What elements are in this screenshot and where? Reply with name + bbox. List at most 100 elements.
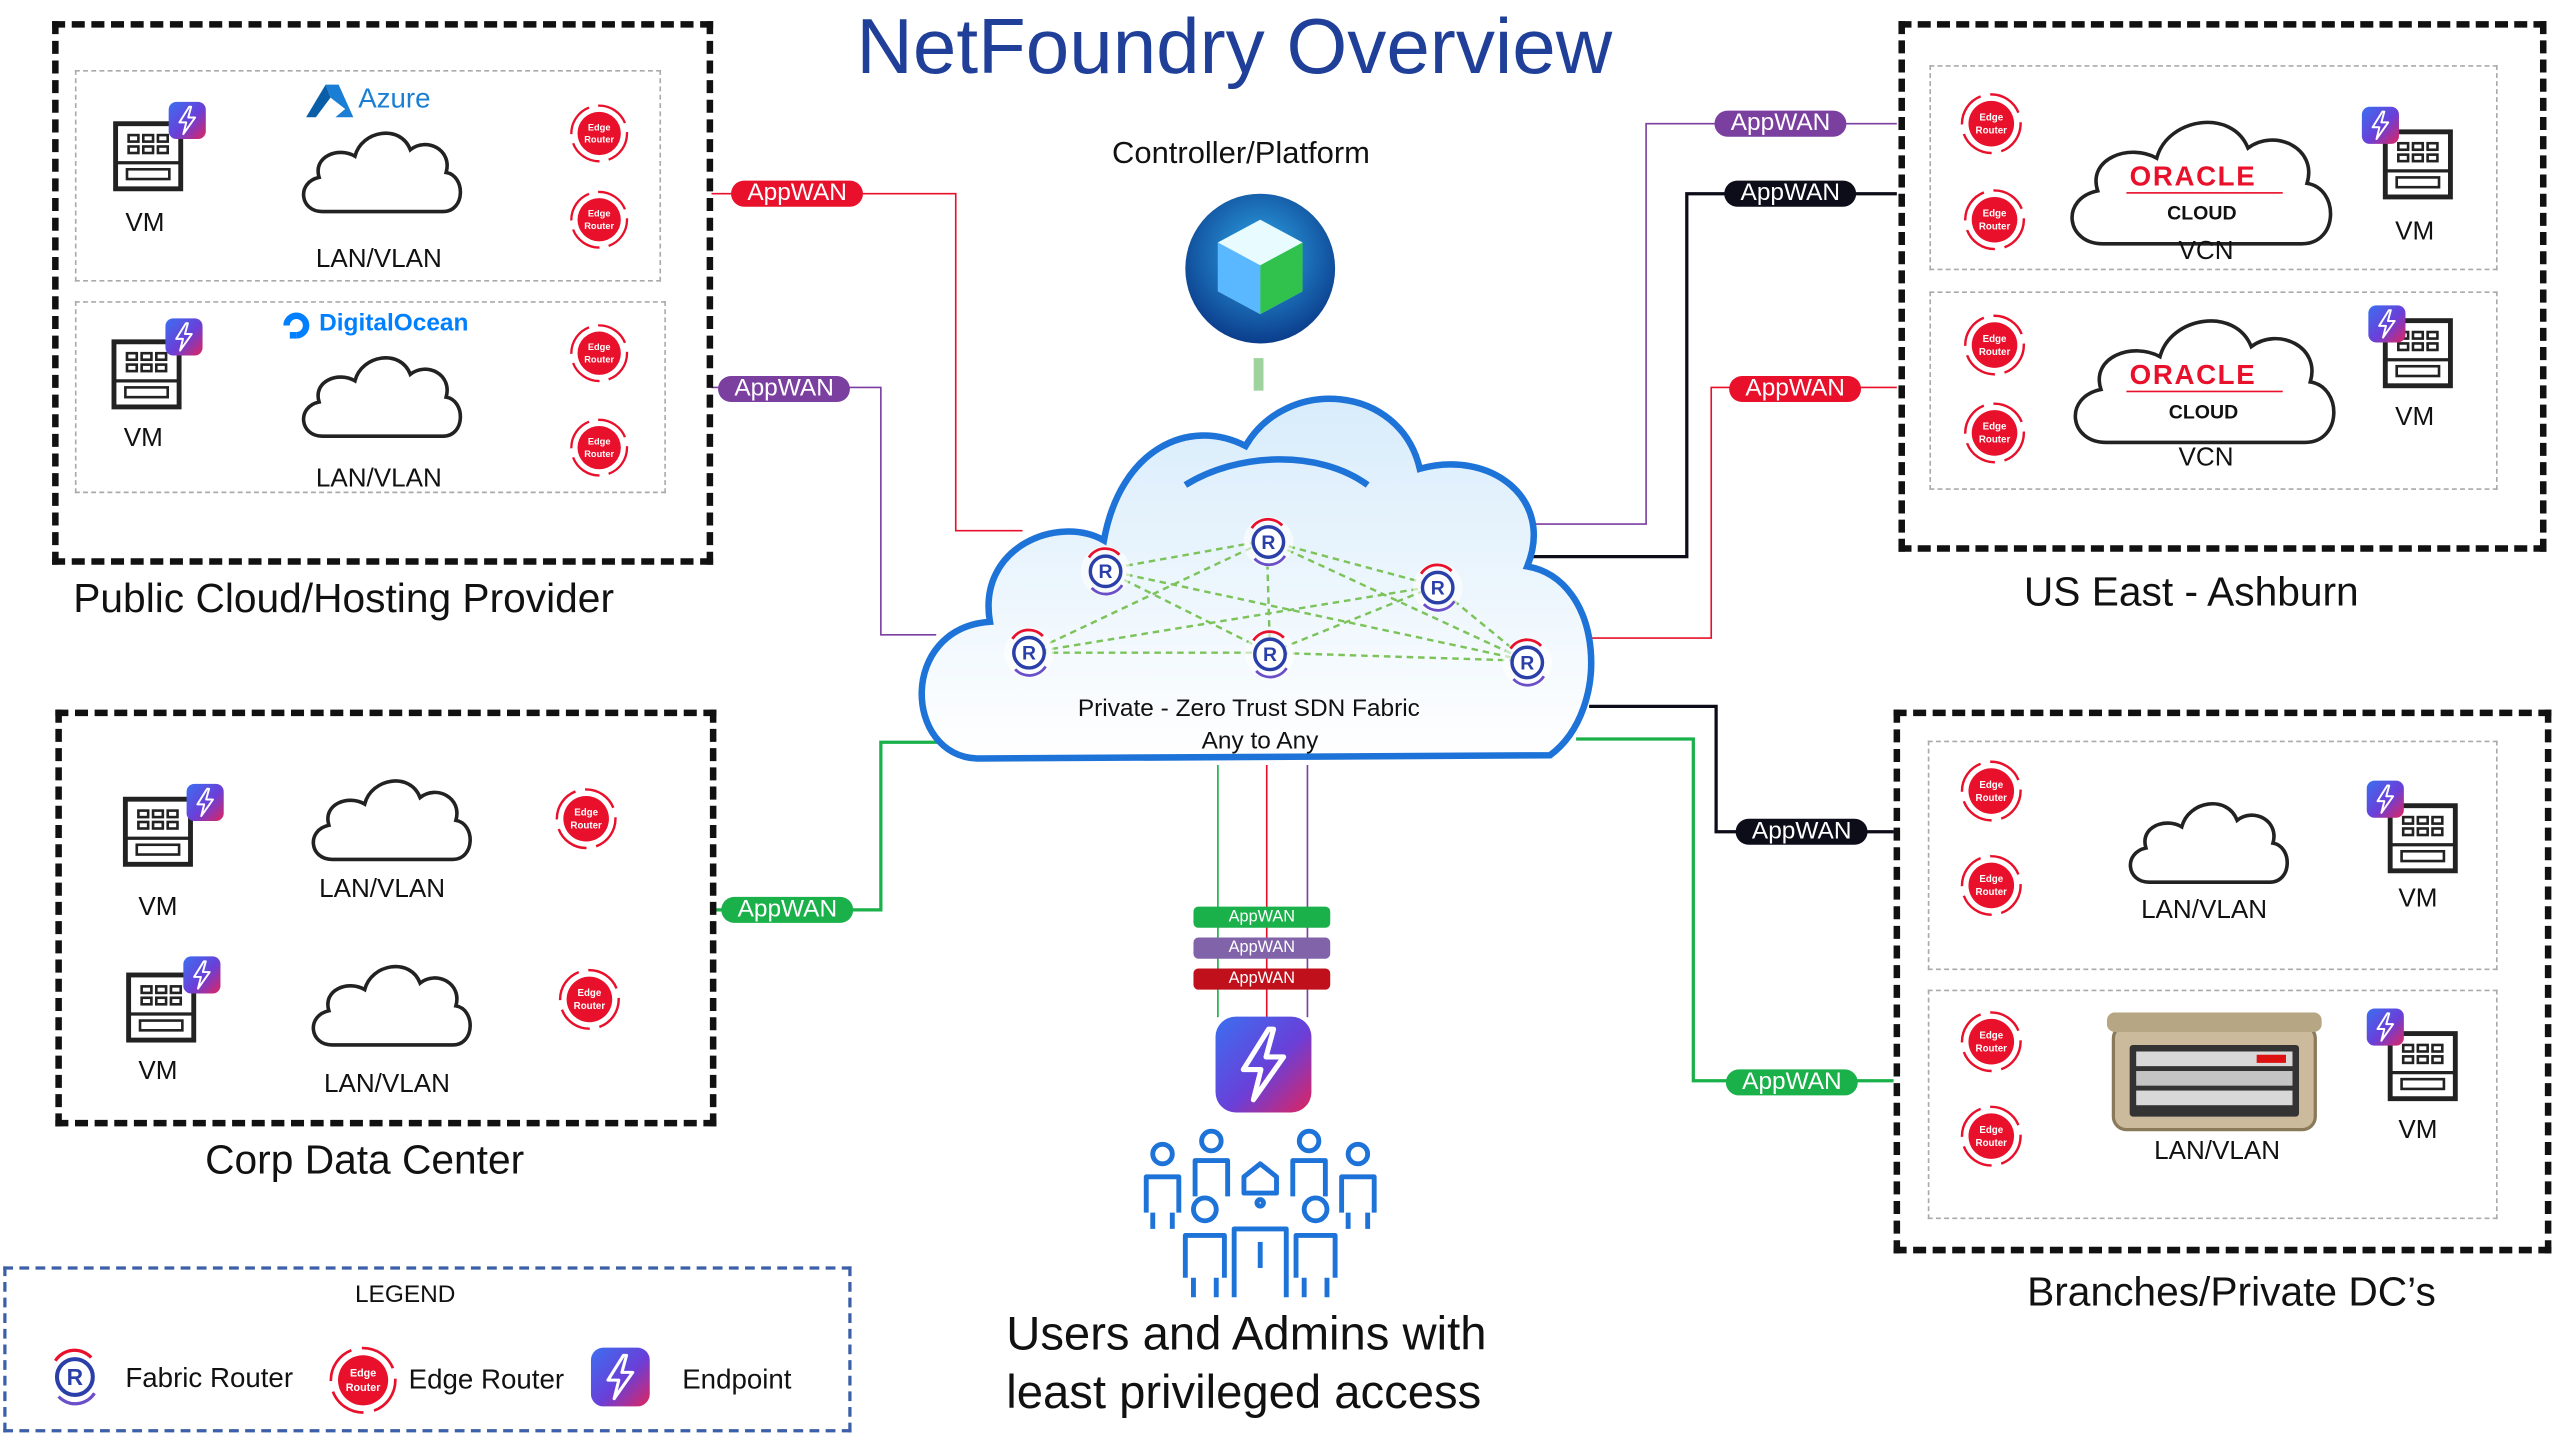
svg-text:Router: Router [1976, 1043, 2008, 1054]
appwan-badge-public-red: AppWAN [731, 180, 864, 207]
digitalocean-logo-icon [283, 312, 310, 339]
svg-text:Edge: Edge [574, 807, 598, 818]
group-public-cloud [52, 21, 714, 565]
svg-text:Router: Router [1976, 793, 2008, 804]
group-corp-datacenter [55, 709, 717, 1127]
legend-edge-router-label: Edge Router [408, 1364, 565, 1395]
fabric-router-icon: R [1412, 562, 1463, 613]
digitalocean-label: DigitalOcean [319, 309, 469, 337]
rugged-server-case-icon [2106, 1012, 2322, 1132]
svg-text:Edge: Edge [577, 988, 601, 999]
appwan-mini-red: AppWAN [1193, 968, 1331, 990]
lan-label: LAN/VLAN [2141, 896, 2268, 925]
svg-text:R: R [1261, 532, 1275, 554]
svg-text:Edge: Edge [588, 122, 611, 132]
fabric-cloud [918, 395, 1595, 762]
cloud-icon [293, 342, 469, 443]
appwan-mini-green: AppWAN [1193, 906, 1331, 928]
subgroup-oracle-2 [1929, 291, 2498, 490]
legend-fabric-router-label: Fabric Router [125, 1362, 294, 1394]
svg-text:Router: Router [1979, 222, 2011, 233]
vm-server-icon [2382, 129, 2453, 200]
svg-text:R: R [1022, 643, 1036, 665]
appwan-badge-branch-green: AppWAN [1725, 1069, 1858, 1096]
cloud-icon [2055, 98, 2345, 254]
legend-box [3, 1266, 852, 1433]
svg-text:Router: Router [346, 1382, 381, 1394]
fabric-router-icon: R [1243, 517, 1294, 567]
cloud-icon [303, 765, 479, 866]
svg-text:Router: Router [584, 354, 614, 364]
appwan-badge-useast-purple: AppWAN [1714, 110, 1847, 137]
subgroup-oracle-1 [1929, 65, 2498, 271]
group-title-us-east: US East - Ashburn [2023, 569, 2359, 616]
vm-label: VM [123, 424, 163, 453]
lan-label: LAN/VLAN [315, 465, 442, 494]
vm-server-icon [2387, 803, 2458, 874]
endpoint-icon [2361, 106, 2399, 144]
group-branches [1893, 709, 2552, 1254]
svg-text:Edge: Edge [1979, 1125, 2003, 1136]
svg-text:Edge: Edge [1983, 422, 2007, 433]
svg-text:Edge: Edge [588, 209, 611, 219]
lan-label: LAN/VLAN [315, 245, 442, 274]
endpoint-icon [186, 783, 224, 822]
endpoint-icon [168, 101, 206, 140]
vcn-label: VCN [2178, 444, 2234, 473]
link-public-purple [711, 386, 937, 636]
lan-label: LAN/VLAN [2154, 1137, 2281, 1166]
endpoint-icon [590, 1347, 650, 1407]
svg-text:Router: Router [1979, 435, 2011, 446]
fabric-router-icon: R [45, 1347, 105, 1407]
subgroup-branch-appliance [1927, 989, 2498, 1220]
lan-label: LAN/VLAN [319, 875, 446, 904]
appwan-badge-public-purple: AppWAN [718, 375, 851, 403]
appwan-badge-useast-red: AppWAN [1729, 375, 1862, 403]
oracle-logo-text: ORACLE [2129, 161, 2257, 193]
vm-label: VM [138, 893, 178, 922]
svg-text:Edge: Edge [588, 437, 611, 447]
users-label-line1: Users and Admins with [1006, 1308, 1487, 1361]
oracle-cloud-text: CLOUD [2168, 400, 2239, 424]
svg-text:R: R [1520, 652, 1534, 674]
link-branch-green [1576, 737, 1894, 1083]
appwan-badge-corp-green: AppWAN [721, 896, 854, 923]
group-title-corp-datacenter: Corp Data Center [205, 1137, 525, 1184]
vm-server-icon [2387, 1031, 2458, 1102]
lan-label: LAN/VLAN [324, 1071, 450, 1099]
oracle-cloud-text: CLOUD [2167, 201, 2237, 225]
legend-title: LEGEND [354, 1280, 456, 1309]
svg-text:Router: Router [574, 1001, 606, 1012]
vm-label: VM [125, 209, 165, 238]
cloud-icon [2058, 296, 2348, 452]
legend-endpoint-label: Endpoint [682, 1364, 792, 1395]
svg-text:Router: Router [570, 820, 602, 831]
controller-link [1253, 358, 1264, 391]
appwan-mini-purple: AppWAN [1193, 937, 1331, 959]
link-corp-green [711, 740, 942, 912]
link-branch-black [1589, 704, 1894, 834]
svg-text:Edge: Edge [1983, 334, 2007, 345]
svg-text:R: R [1263, 644, 1277, 666]
subgroup-azure [74, 69, 662, 282]
oracle-underline [2126, 192, 2283, 194]
vcn-label: VCN [2178, 237, 2234, 266]
users-label-line2: least privileged access [1006, 1367, 1482, 1420]
svg-text:Router: Router [1976, 887, 2008, 898]
svg-text:Edge: Edge [1979, 112, 2003, 123]
link-useast-red [1582, 386, 1897, 639]
fabric-router-icon: R [1004, 627, 1054, 678]
svg-text:Router: Router [1979, 347, 2011, 358]
svg-text:Router: Router [1976, 1138, 2008, 1149]
